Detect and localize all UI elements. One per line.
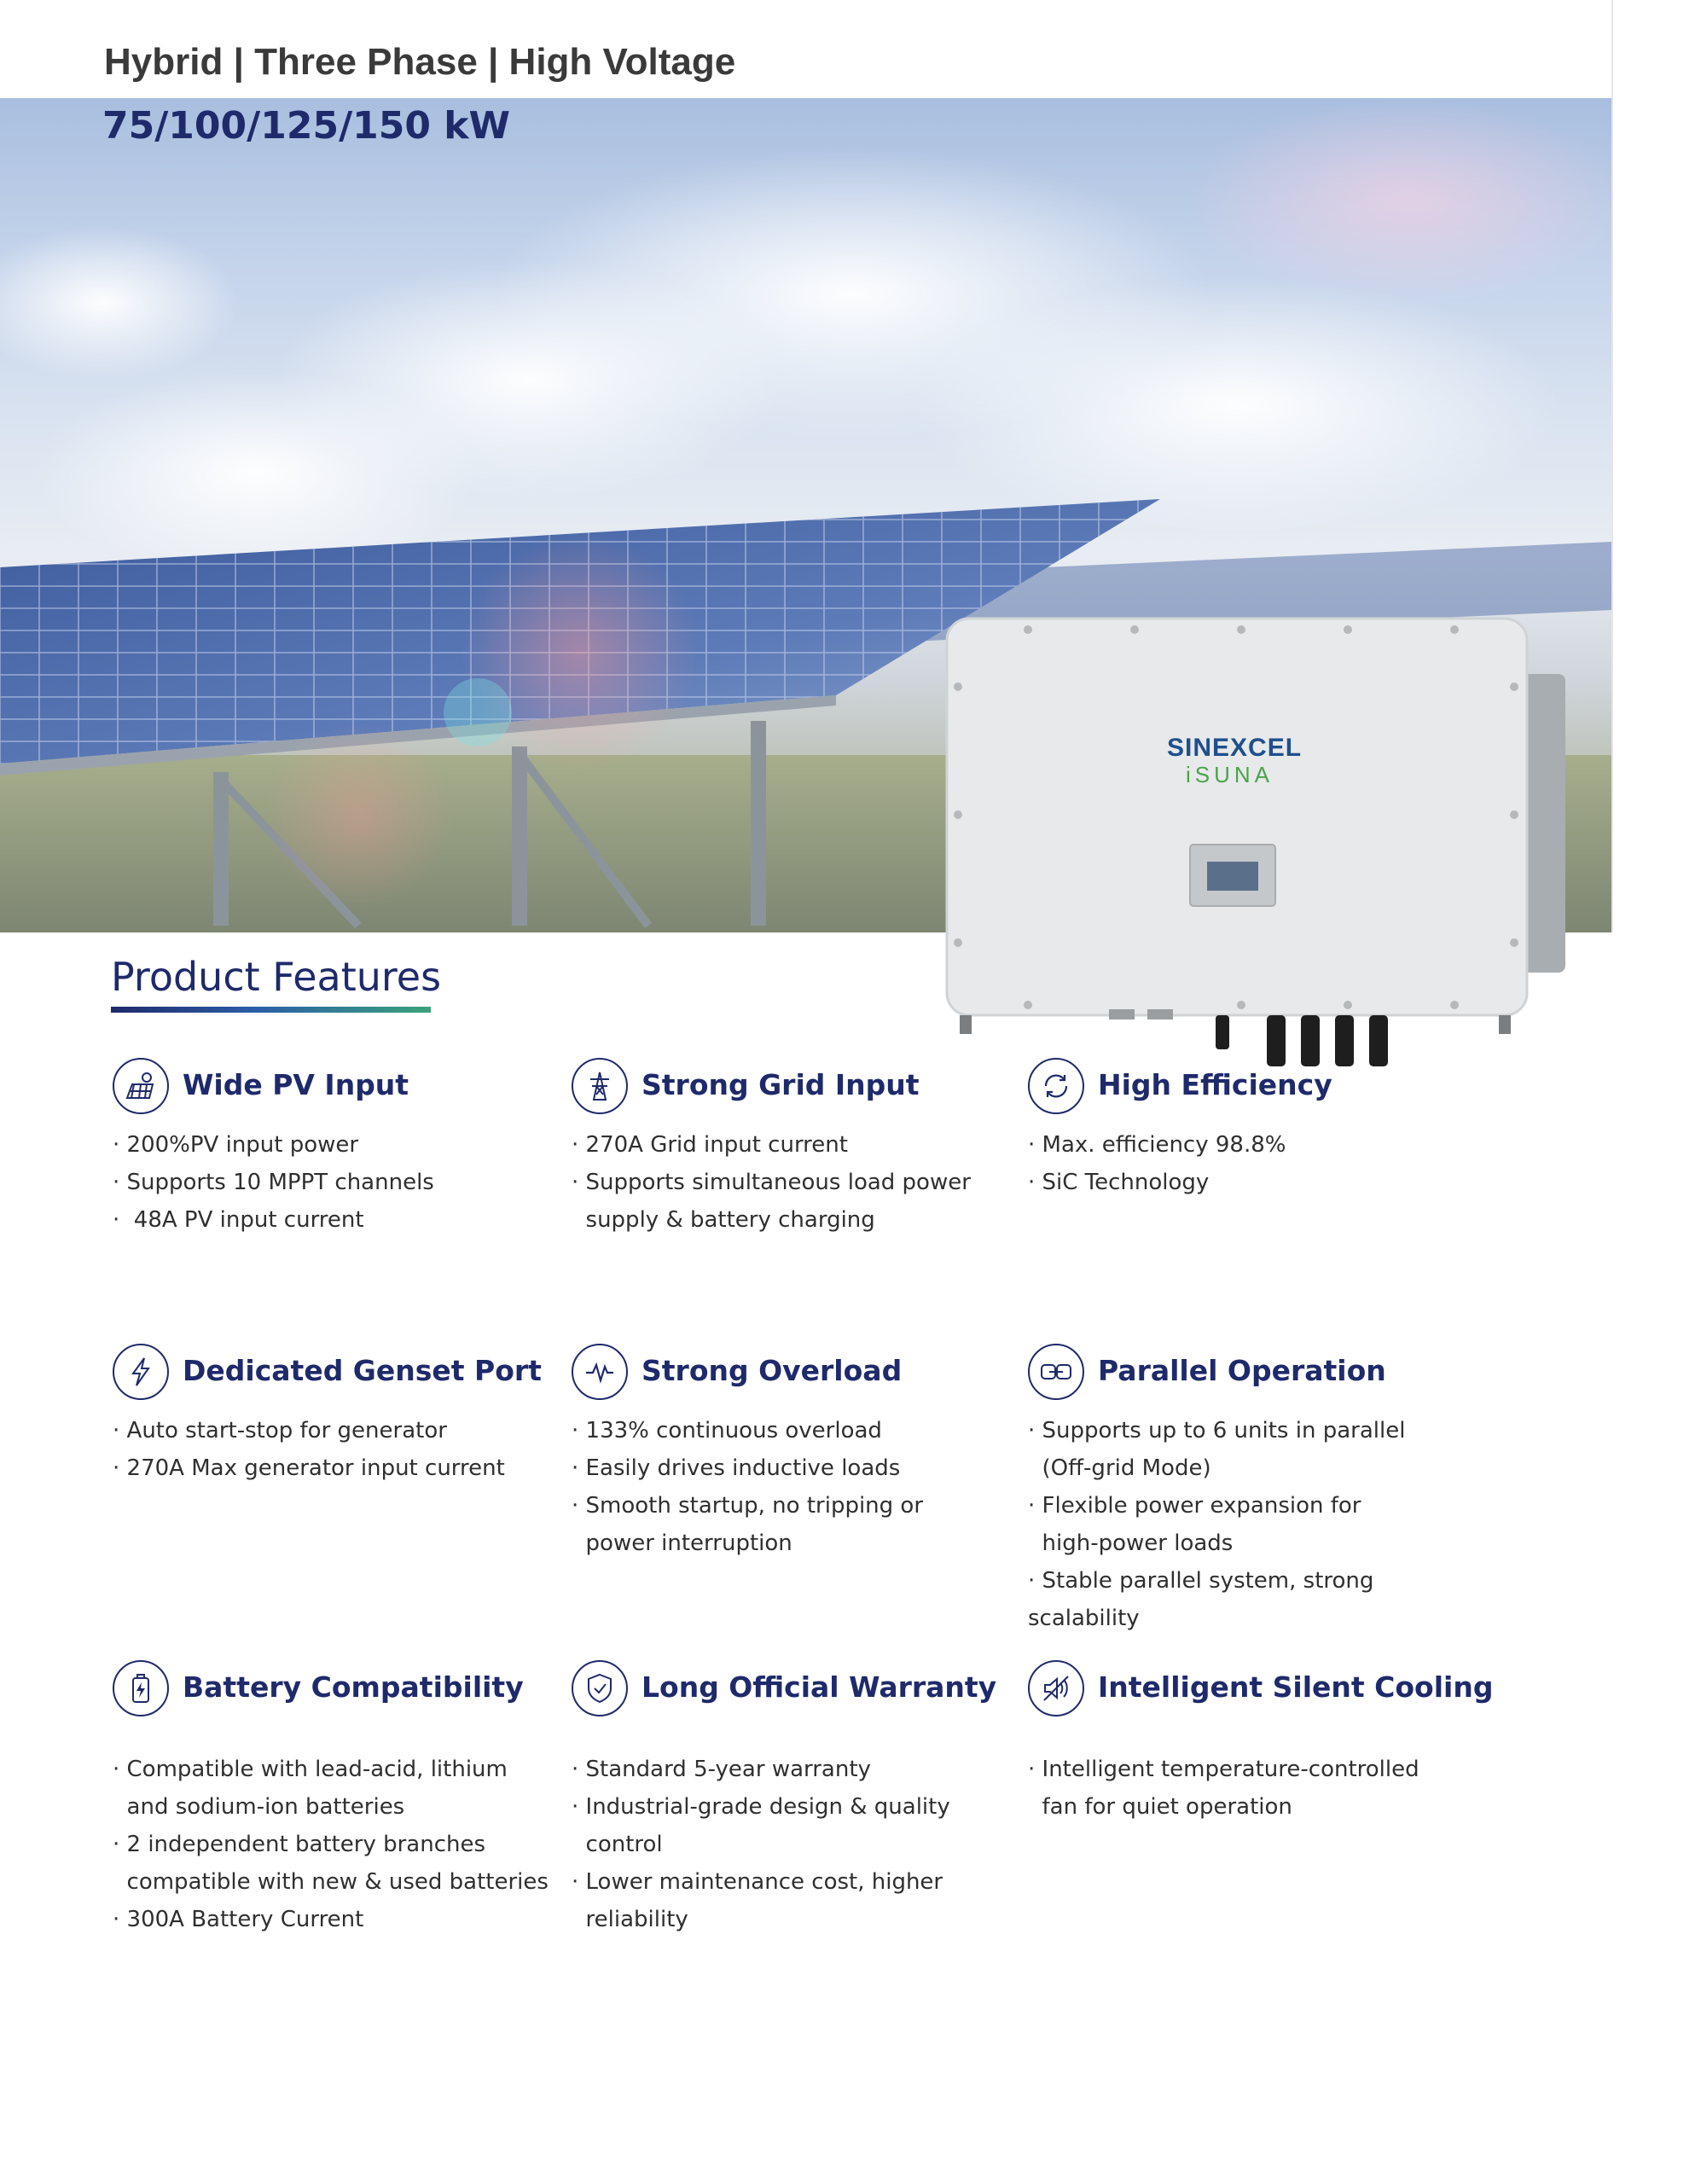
device-brand-sinexcel: SINEXCEL — [1167, 734, 1303, 762]
feature-title: Intelligent Silent Cooling — [1098, 1670, 1494, 1704]
feature-bullet: · Smooth startup, no tripping or — [572, 1493, 924, 1519]
feature-bullet: · Auto start-stop for generator — [113, 1418, 447, 1443]
feature-bullet: · Stable parallel system, strong scalabi… — [1028, 1568, 1381, 1631]
title-bar — [0, 0, 1612, 98]
feature-bullet: · Lower maintenance cost, higher — [572, 1869, 943, 1895]
feature-bullet: high-power loads — [1028, 1531, 1234, 1556]
feature-bullet: · Supports up to 6 units in parallel — [1028, 1418, 1406, 1443]
feature-bullet: · 300A Battery Current — [113, 1907, 364, 1932]
feature-bullet: · 270A Grid input current — [572, 1132, 848, 1158]
feature-title: Strong Overload — [642, 1354, 903, 1387]
feature-bullet: · Easily drives inductive loads — [572, 1455, 901, 1481]
feature-title: Strong Grid Input — [642, 1068, 920, 1101]
feature-title: Wide PV Input — [183, 1068, 409, 1101]
feature-title: High Efficiency — [1098, 1068, 1332, 1101]
feature-title: Dedicated Genset Port — [183, 1354, 542, 1387]
heading-underline — [111, 1007, 431, 1013]
feature-bullet: control — [572, 1832, 663, 1857]
feature-bullet: · 48A PV input current — [113, 1207, 364, 1233]
silent-fan-icon — [1028, 1660, 1084, 1716]
feature-bullet: power interruption — [572, 1531, 792, 1556]
feature-bullet: · Standard 5-year warranty — [572, 1757, 871, 1782]
feature-bullet: compatible with new & used batteries — [113, 1869, 549, 1895]
feature-bullet: · Compatible with lead-acid, lithium — [113, 1757, 508, 1782]
feature-bullet: and sodium-ion batteries — [113, 1794, 405, 1820]
feature-bullet: · Supports simultaneous load power — [572, 1170, 971, 1195]
power-range-subtitle: 75/100/125/150 kW — [102, 104, 511, 148]
product-features-heading: Product Features — [111, 954, 442, 1000]
feature-title: Parallel Operation — [1098, 1354, 1386, 1387]
refresh-cycle-icon — [1028, 1058, 1084, 1114]
feature-battery-compatibility: Battery Compatibility · Compatible with … — [113, 1660, 556, 1938]
parallel-link-icon — [1028, 1344, 1084, 1400]
lightning-icon — [113, 1344, 169, 1400]
page-edge — [1611, 0, 1613, 932]
feature-bullet: · SiC Technology — [1028, 1170, 1210, 1195]
device-brand-isuna: iSUNA — [1186, 762, 1274, 787]
feature-strong-grid-input: Strong Grid Input · 270A Grid input curr… — [572, 1058, 1015, 1239]
feature-bullet: · 200%PV input power — [113, 1132, 359, 1158]
feature-title: Long Official Warranty — [642, 1670, 997, 1704]
feature-long-official-warranty: Long Official Warranty · Standard 5-year… — [572, 1660, 1015, 1938]
feature-bullet: · Flexible power expansion for — [1028, 1493, 1361, 1519]
battery-charge-icon — [113, 1660, 169, 1716]
feature-bullet: fan for quiet operation — [1028, 1794, 1292, 1820]
feature-bullet: reliability — [572, 1907, 688, 1932]
shield-check-icon — [572, 1660, 628, 1716]
feature-intelligent-silent-cooling: Intelligent Silent Cooling · Intelligent… — [1028, 1660, 1493, 1826]
solar-panel-icon — [113, 1058, 169, 1114]
feature-dedicated-genset-port: Dedicated Genset Port · Auto start-stop … — [113, 1344, 556, 1487]
feature-bullet: · Industrial-grade design & quality — [572, 1794, 950, 1820]
page-title: Hybrid | Three Phase | High Voltage — [104, 41, 736, 83]
pulse-wave-icon — [572, 1344, 628, 1400]
feature-bullet: · Supports 10 MPPT channels — [113, 1170, 434, 1195]
power-tower-icon — [572, 1058, 628, 1114]
inverter-image: SINEXCEL iSUNA — [943, 614, 1578, 1075]
feature-parallel-operation: Parallel Operation · Supports up to 6 un… — [1028, 1344, 1472, 1637]
feature-high-efficiency: High Efficiency · Max. efficiency 98.8% … — [1028, 1058, 1472, 1201]
feature-wide-pv-input: Wide PV Input · 200%PV input power · Sup… — [113, 1058, 556, 1239]
feature-bullet: (Off-grid Mode) — [1028, 1455, 1211, 1481]
feature-bullet: · 133% continuous overload — [572, 1418, 882, 1443]
feature-bullet: · 2 independent battery branches — [113, 1832, 486, 1857]
feature-bullet: · Max. efficiency 98.8% — [1028, 1132, 1286, 1158]
feature-bullet: · Intelligent temperature-controlled — [1028, 1757, 1419, 1782]
feature-strong-overload: Strong Overload · 133% continuous overlo… — [572, 1344, 1015, 1562]
feature-bullet: supply & battery charging — [572, 1207, 875, 1233]
feature-title: Battery Compatibility — [183, 1670, 524, 1704]
feature-bullet: · 270A Max generator input current — [113, 1455, 505, 1481]
